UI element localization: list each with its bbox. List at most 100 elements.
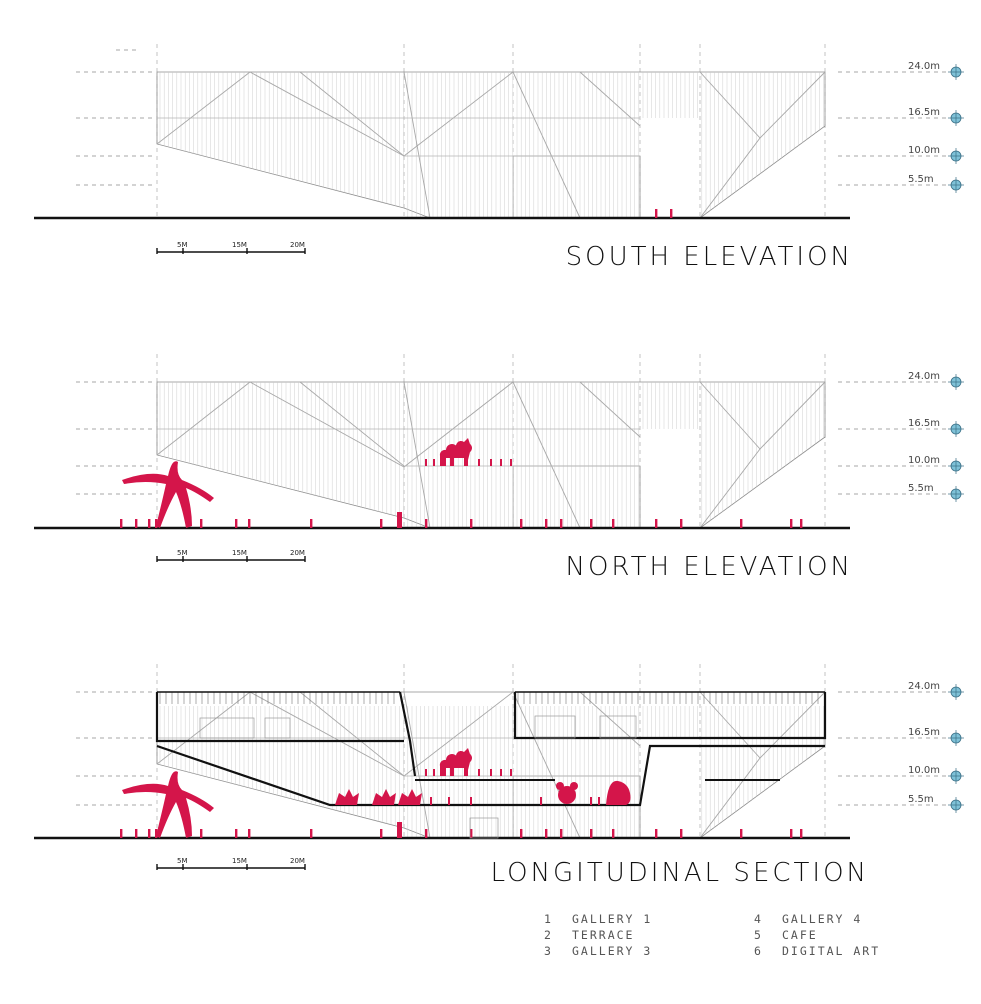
- person-figure: [545, 829, 548, 838]
- scale-label: 20M: [290, 857, 305, 865]
- longitudinal-section-title: LONGITUDINAL SECTION: [490, 858, 869, 888]
- balloon-dog-sculpture: [439, 438, 472, 466]
- south-elevation-title: SOUTH ELEVATION: [565, 242, 853, 272]
- person-figure: [448, 797, 450, 805]
- level-marker: 24.0m: [908, 61, 964, 80]
- scale-label: 5M: [177, 549, 188, 557]
- red-column: [397, 822, 402, 838]
- bear-sculpture: [556, 782, 564, 790]
- level-label: 10.0m: [908, 145, 940, 156]
- structure-diagonal: [759, 381, 826, 450]
- structure-diagonal: [156, 71, 251, 145]
- section-drawing: 24.0m 16.5m 10.0m 5.5m 5M 15M 20M: [34, 664, 964, 870]
- level-label: 5.5m: [908, 794, 934, 805]
- scale-bar: 5M 15M 20M: [156, 549, 306, 562]
- structure-diagonal: [403, 691, 431, 839]
- structure-diagonal: [512, 691, 581, 839]
- structure-diagonal: [249, 71, 405, 157]
- person-figure: [425, 769, 427, 776]
- art-piece: [398, 789, 422, 805]
- balloon-dog-sculpture: [439, 748, 472, 776]
- diagonal-structure: [156, 381, 826, 529]
- person-figure: [500, 459, 502, 466]
- person-figure: [135, 829, 138, 838]
- gallery-partition: [199, 717, 255, 739]
- facade-cladding: [159, 706, 824, 838]
- level-label: 16.5m: [908, 418, 940, 429]
- level-label: 24.0m: [908, 371, 940, 382]
- person-figure: [520, 829, 523, 838]
- person-figure: [155, 519, 158, 528]
- structure-diagonal: [512, 71, 581, 219]
- level-marker: 24.0m: [908, 371, 964, 390]
- person-figure: [670, 209, 673, 218]
- bear-sculpture: [558, 786, 576, 804]
- level-marker: 24.0m: [908, 681, 964, 700]
- outdoor-sculpture: [122, 771, 214, 838]
- outdoor-sculpture: [122, 461, 214, 528]
- level-label: 16.5m: [908, 727, 940, 738]
- structure-diagonal: [699, 448, 761, 529]
- person-figure: [200, 519, 203, 528]
- north-drawing: 24.0m 16.5m 10.0m 5.5m 5M 15M 20M: [34, 354, 964, 562]
- level-marker: 10.0m: [908, 145, 964, 164]
- level-label: 16.5m: [908, 107, 940, 118]
- art-piece: [372, 789, 396, 805]
- person-figure: [425, 519, 428, 528]
- structure-diagonal: [403, 381, 431, 529]
- north-elevation-title: NORTH ELEVATION: [565, 552, 853, 582]
- structure-diagonal: [299, 71, 405, 157]
- level-marker: 10.0m: [908, 455, 964, 474]
- person-figure: [590, 519, 593, 528]
- person-figure: [598, 797, 600, 805]
- section-wall: [155, 692, 404, 743]
- red-column: [397, 512, 402, 528]
- person-figure: [680, 829, 683, 838]
- bear-sculpture: [570, 782, 578, 790]
- level-marker: 16.5m: [908, 418, 964, 437]
- person-figure: [470, 797, 472, 805]
- scale-label: 20M: [290, 549, 305, 557]
- person-figure: [135, 519, 138, 528]
- scale-label: 15M: [232, 241, 247, 249]
- scale-label: 15M: [232, 857, 247, 865]
- person-figure: [490, 769, 492, 776]
- structure-diagonal: [759, 71, 826, 139]
- structure-diagonal: [249, 381, 405, 468]
- level-marker: 16.5m: [908, 107, 964, 126]
- person-figure: [655, 519, 658, 528]
- person-figure: [200, 829, 203, 838]
- person-figure: [310, 519, 313, 528]
- scale-label: 5M: [177, 857, 188, 865]
- person-figure: [545, 519, 548, 528]
- person-figure: [590, 829, 593, 838]
- person-figure: [800, 829, 803, 838]
- scale-label: 15M: [232, 549, 247, 557]
- art-piece: [335, 789, 359, 805]
- person-figure: [655, 829, 658, 838]
- section-wall: [513, 692, 827, 740]
- structure-diagonal: [299, 691, 405, 777]
- person-figure: [612, 519, 615, 528]
- level-label: 10.0m: [908, 765, 940, 776]
- structure-diagonal: [299, 381, 405, 467]
- person-figure: [478, 459, 480, 466]
- person-figure: [120, 829, 123, 838]
- level-marker: 5.5m: [908, 483, 964, 502]
- scale-label: 20M: [290, 241, 305, 249]
- section-cut: [155, 691, 827, 807]
- person-figure: [155, 829, 158, 838]
- structure-diagonal: [403, 71, 431, 219]
- person-figure: [590, 797, 592, 805]
- person-figure: [655, 209, 658, 218]
- level-label: 5.5m: [908, 174, 934, 185]
- person-figure: [680, 519, 683, 528]
- building-outline: [156, 691, 826, 839]
- cafe-counter: [469, 817, 499, 839]
- structure-diagonal: [579, 71, 641, 127]
- person-figure: [520, 519, 523, 528]
